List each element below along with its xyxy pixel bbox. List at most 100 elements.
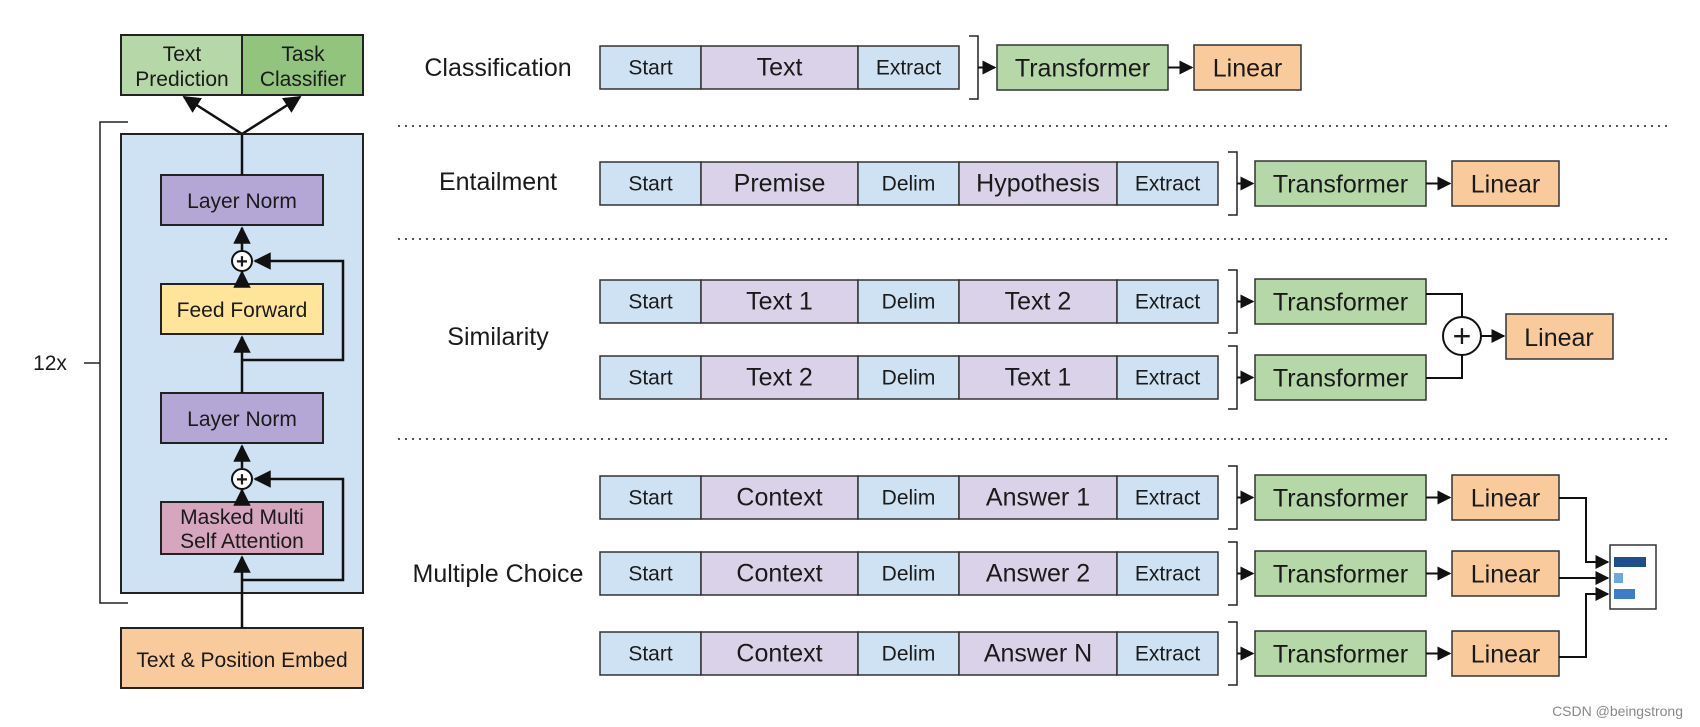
token-label: Extract [1135, 291, 1201, 314]
transformer-box-label: Transformer [1273, 561, 1408, 589]
token-cell [700, 551, 859, 596]
token-cell [958, 631, 1118, 676]
feed-forward-label: Feed Forward [177, 299, 308, 322]
text-prediction-label-2: Prediction [135, 68, 228, 91]
token-cell [700, 45, 859, 90]
similarity-linear-label: Linear [1524, 324, 1594, 352]
residual-connection-1 [242, 470, 345, 582]
arrow-to-text-prediction [182, 95, 243, 136]
text-prediction-box [120, 34, 243, 96]
linear-box [1451, 474, 1560, 521]
token-cell [1116, 551, 1219, 596]
transformer-box [1254, 630, 1427, 677]
token-label: Answer N [984, 640, 1092, 668]
token-cell [1116, 355, 1219, 400]
token-cell [599, 355, 702, 400]
embed-label: Text & Position Embed [136, 649, 347, 672]
input-bracket [1228, 621, 1238, 686]
token-label: Start [628, 173, 673, 196]
transformer-box-label: Transformer [1273, 289, 1408, 317]
token-cell [1116, 279, 1219, 324]
token-cell [599, 475, 702, 520]
input-bracket [1228, 465, 1238, 530]
token-label: Text [757, 54, 803, 82]
masked-self-attention [160, 501, 324, 555]
token-label: Start [628, 563, 673, 586]
svg-text:+: + [236, 469, 248, 491]
residual-connection-2 [242, 252, 345, 362]
token-label: Premise [734, 170, 826, 198]
token-cell [958, 551, 1118, 596]
linear-box-label: Linear [1471, 561, 1541, 589]
linear-box [1451, 160, 1560, 207]
token-cell [700, 161, 859, 206]
token-cell [958, 355, 1118, 400]
token-label: Start [628, 291, 673, 314]
token-cell [857, 475, 960, 520]
token-label: Start [628, 487, 673, 510]
input-bracket [969, 35, 979, 100]
transformer-box [1254, 278, 1427, 325]
input-bracket [1228, 151, 1238, 216]
transformer-box-label: Transformer [1015, 55, 1150, 83]
softmax-bar-2 [1614, 573, 1623, 583]
token-cell [1116, 161, 1219, 206]
similarity-linear [1505, 313, 1614, 360]
token-label: Text 1 [1005, 364, 1072, 392]
token-label: Extract [1135, 643, 1201, 666]
token-cell [599, 551, 702, 596]
transformer-box [1254, 160, 1427, 207]
task-classifier-label-2: Classifier [260, 68, 346, 91]
token-cell [700, 355, 859, 400]
token-label: Extract [1135, 563, 1201, 586]
token-cell [958, 279, 1118, 324]
svg-text:+: + [236, 251, 248, 273]
repeat-label: 12x [33, 352, 67, 375]
task-classifier-box [241, 34, 364, 96]
token-label: Text 2 [746, 364, 813, 392]
token-label: Delim [882, 643, 936, 666]
token-label: Answer 2 [986, 560, 1090, 588]
token-cell [857, 45, 960, 90]
layer-norm-bottom-label: Layer Norm [187, 408, 297, 431]
linear-box [1451, 630, 1560, 677]
task-label-classification: Classification [424, 54, 571, 82]
transformer-box [1254, 474, 1427, 521]
text-prediction-label-1: Text [163, 43, 202, 66]
token-label: Extract [1135, 173, 1201, 196]
attention-label-1: Masked Multi [180, 506, 304, 529]
token-cell [1116, 475, 1219, 520]
token-label: Delim [882, 367, 936, 390]
softmax-bar-1 [1614, 557, 1646, 567]
text-position-embed [120, 627, 364, 689]
task-classifier-label-1: Task [281, 43, 325, 66]
token-label: Extract [1135, 487, 1201, 510]
similarity-combine: + Linear [1426, 293, 1614, 379]
add-icon-lower [231, 468, 253, 490]
token-cell [857, 355, 960, 400]
input-bracket [1228, 269, 1238, 334]
token-cell [700, 631, 859, 676]
token-label: Extract [1135, 367, 1201, 390]
token-label: Start [628, 643, 673, 666]
layer-norm-top [160, 174, 324, 226]
multiple-choice-softmax [1559, 497, 1657, 658]
linear-box-label: Linear [1471, 171, 1541, 199]
token-label: Delim [882, 173, 936, 196]
linear-box-label: Linear [1213, 55, 1283, 83]
token-label: Start [628, 57, 673, 80]
token-label: Answer 1 [986, 484, 1090, 512]
add-icon-upper [231, 250, 253, 272]
token-label: Context [736, 484, 822, 512]
token-cell [857, 161, 960, 206]
input-bracket [1228, 541, 1238, 606]
task-label-entailment: Entailment [439, 168, 557, 196]
token-label: Text 2 [1005, 288, 1072, 316]
